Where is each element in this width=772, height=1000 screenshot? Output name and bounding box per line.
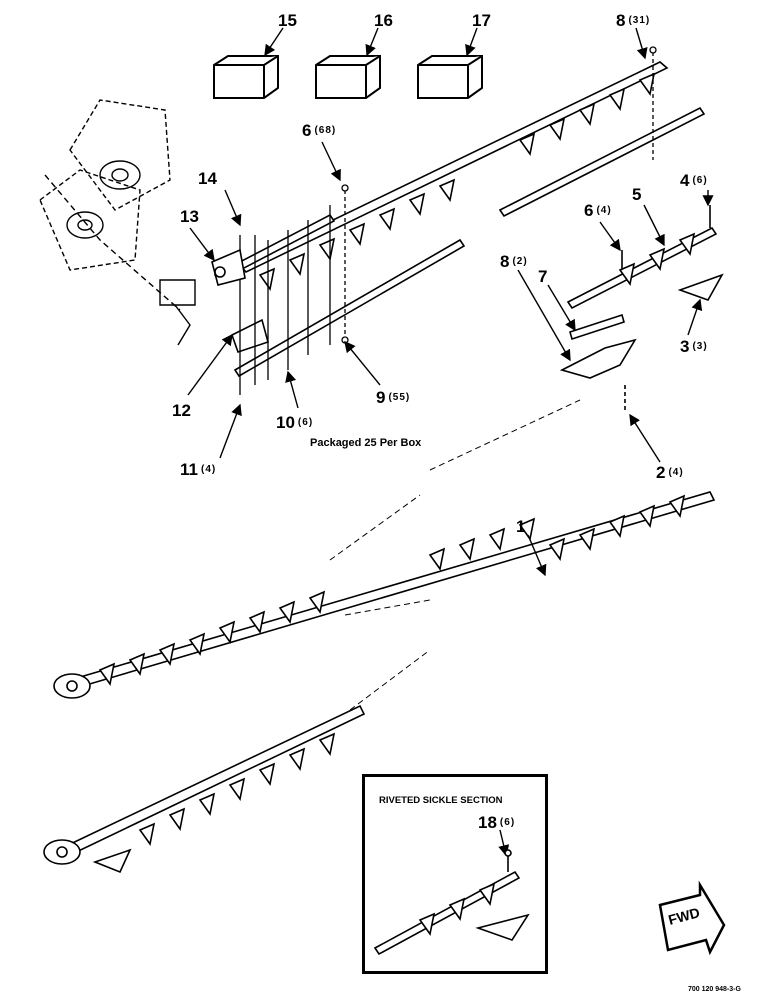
bolts: [239, 46, 657, 395]
callout-14: 14: [198, 169, 217, 188]
callout-15: 15: [278, 11, 297, 30]
box-15: [213, 55, 279, 99]
callout-17: 17: [472, 11, 491, 30]
callout-6-top: 6(68): [302, 121, 337, 140]
inset-drawing: [373, 849, 530, 956]
knife-head-13: [211, 248, 246, 286]
fwd-arrow: [658, 880, 726, 956]
callout-8-top: 8(31): [616, 11, 651, 30]
callout-9: 9(55): [376, 388, 411, 407]
callout-13: 13: [180, 207, 199, 226]
callout-6-right: 6(4): [584, 201, 612, 220]
knife-1-dashed-links: [329, 399, 581, 711]
box-16: [315, 55, 381, 99]
box-17: [417, 55, 483, 99]
drawing-number: 700 120 948-3-G: [688, 986, 741, 993]
knife-lower-sections: [139, 733, 335, 845]
callout-11: 11(4): [180, 460, 217, 479]
callout-12: 12: [172, 401, 191, 420]
drive-assembly: [39, 99, 196, 346]
upper-knife-sections: [259, 73, 655, 290]
callout-7: 7: [538, 267, 548, 286]
callout-8-right: 8(2): [500, 252, 528, 271]
inset-title: RIVETED SICKLE SECTION: [379, 795, 503, 806]
packaging-note: Packaged 25 Per Box: [310, 437, 422, 449]
callout-1: 1: [516, 517, 526, 536]
callout-4: 4(6): [680, 171, 708, 190]
knife-lower-back: [43, 704, 366, 874]
repair-kit: [559, 205, 724, 410]
callout-16: 16: [374, 11, 393, 30]
strip-upper: [213, 106, 706, 378]
callout-5: 5: [632, 185, 642, 204]
callout-3: 3(3): [680, 337, 708, 356]
leader-lines: [187, 27, 714, 857]
callout-10: 10(6): [276, 413, 314, 432]
riveted-sickle-inset: RIVETED SICKLE SECTION: [362, 774, 548, 974]
callout-2: 2(4): [656, 463, 684, 482]
callout-18: 18(6): [478, 813, 516, 832]
